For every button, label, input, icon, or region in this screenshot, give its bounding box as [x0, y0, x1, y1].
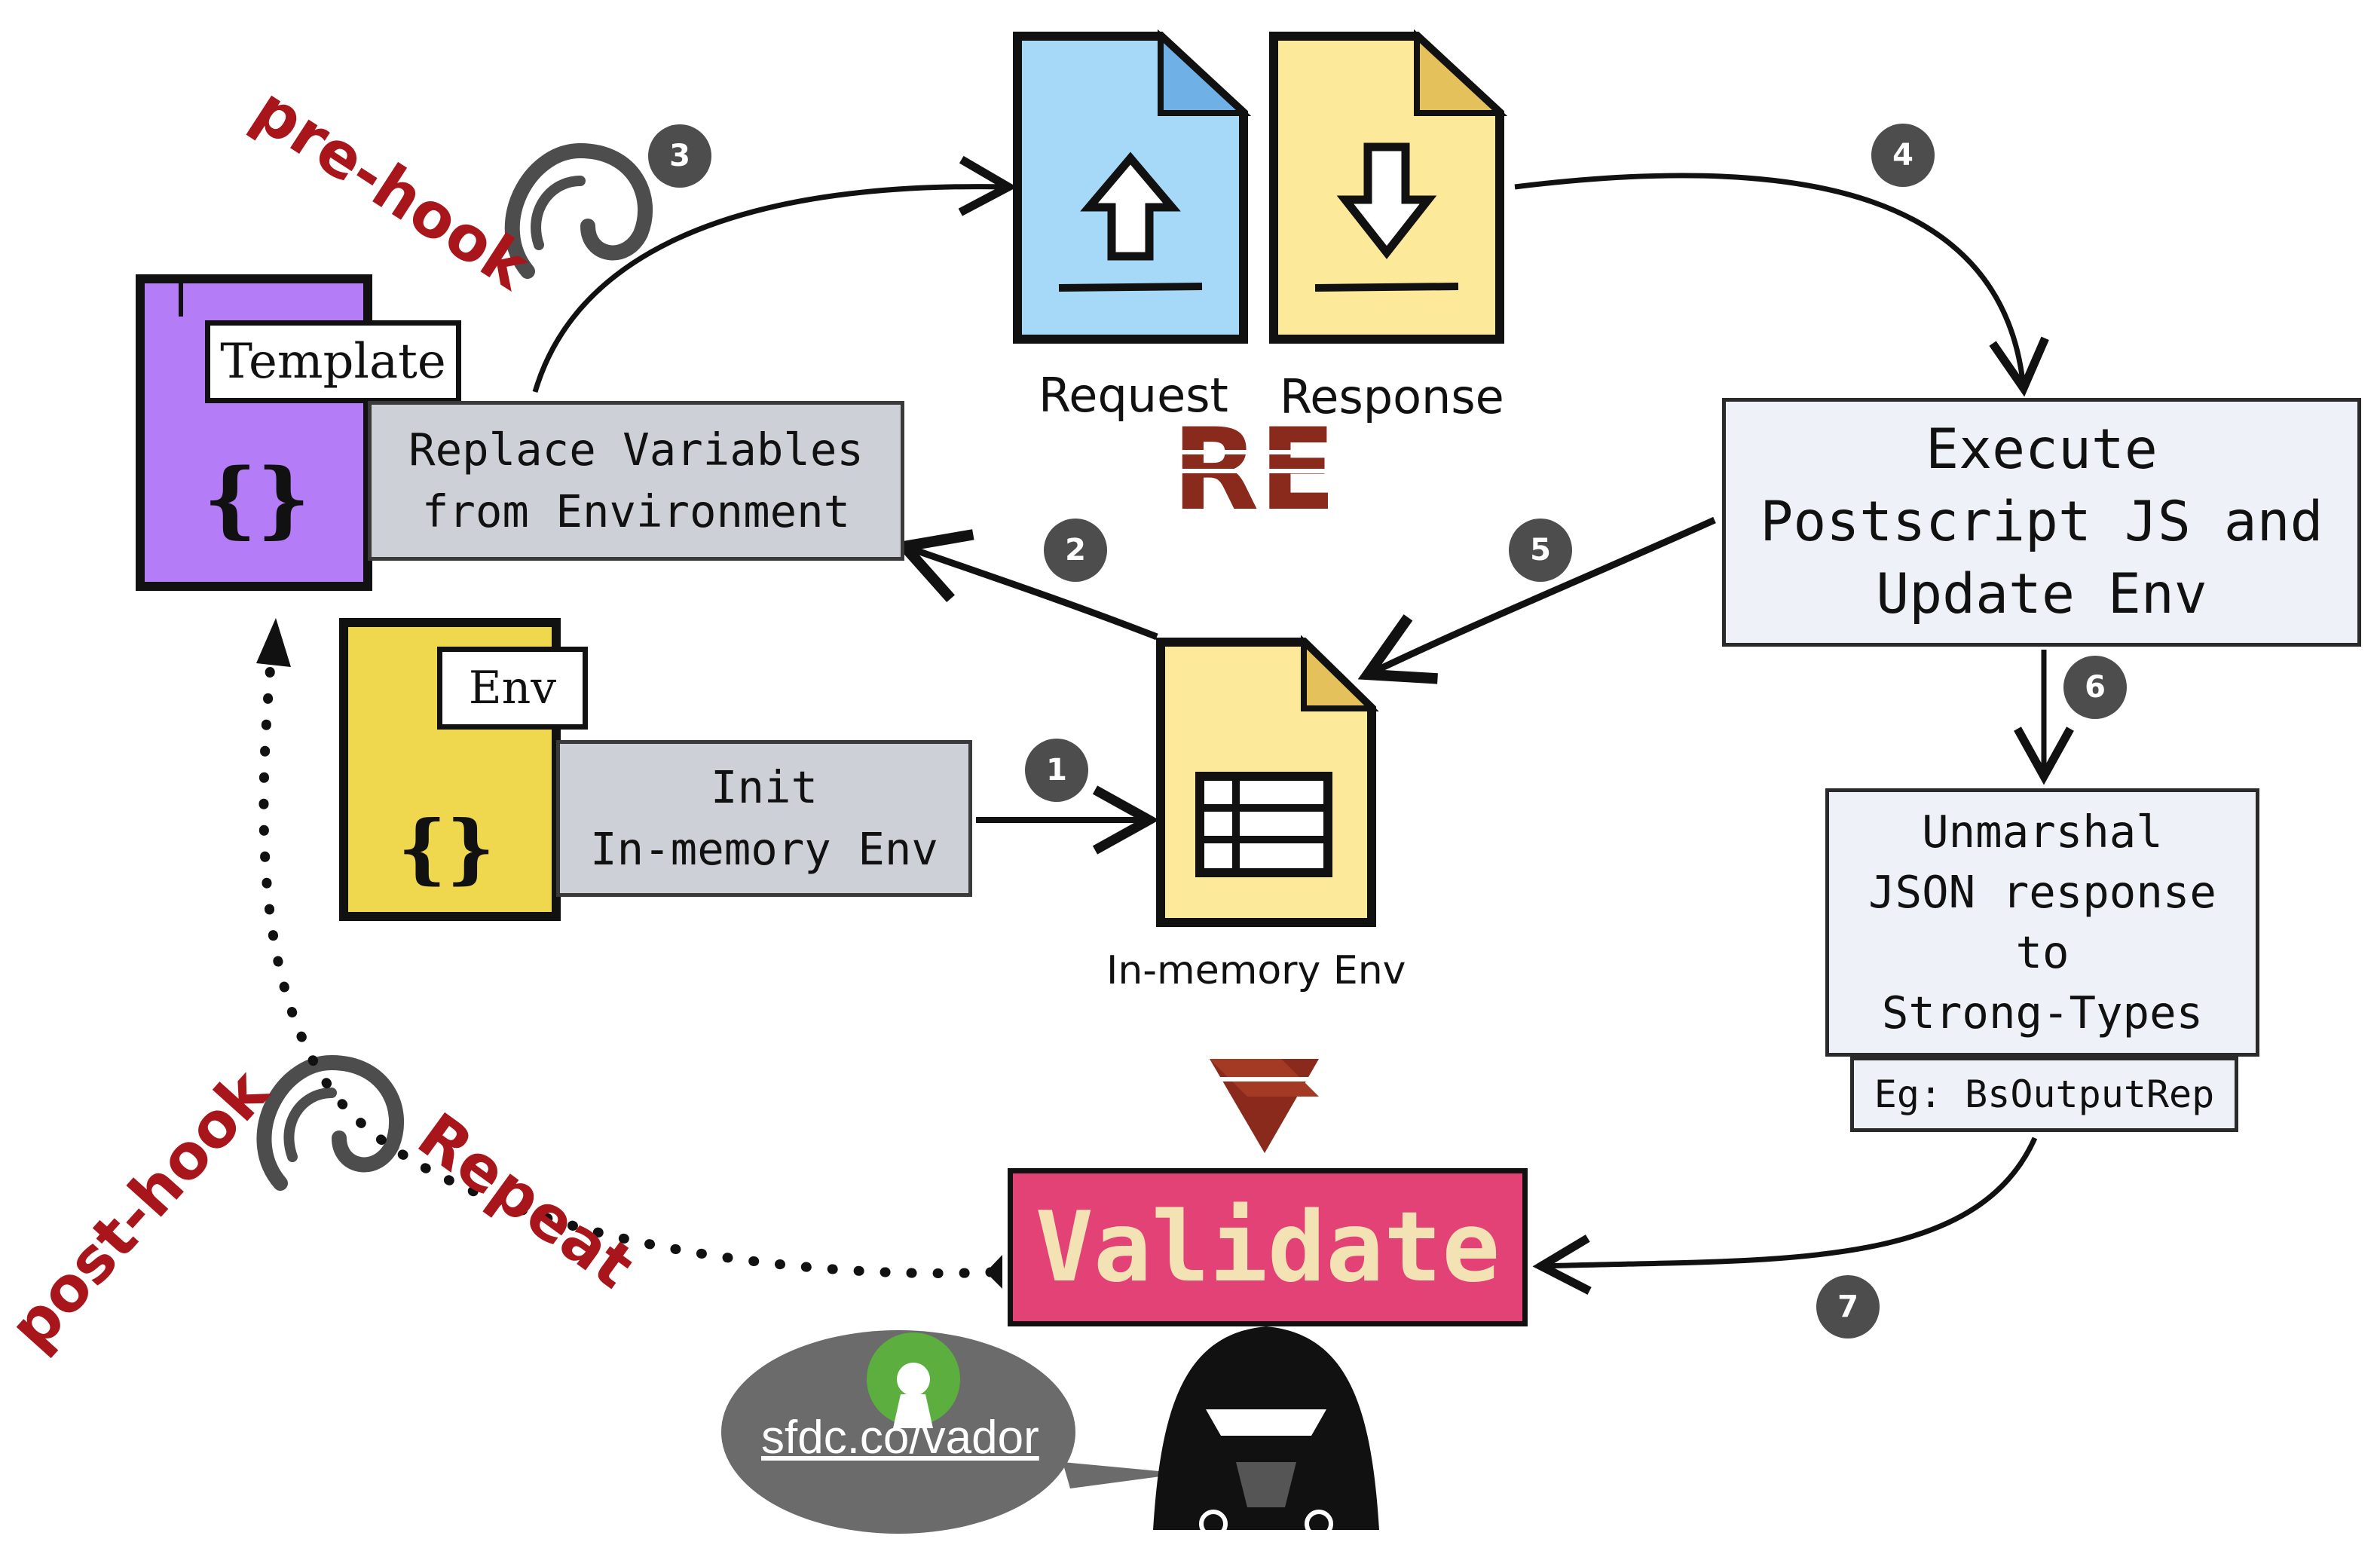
- env-tag: Env: [437, 647, 588, 730]
- inmemory-document-icon: [1156, 635, 1379, 927]
- re-logo: RE: [1172, 405, 1364, 536]
- request-label: Request: [1039, 368, 1228, 423]
- unmarshal-label: Unmarshal JSON response to Strong-Types: [1868, 806, 2216, 1039]
- step-badge-1: 1: [1025, 739, 1088, 802]
- darth-vader-icon: [1153, 1326, 1379, 1538]
- postscript-box: Execute Postscript JS and Update Env: [1722, 398, 2361, 647]
- repeat-loop-arrowhead: [256, 618, 291, 667]
- response-document-icon: [1269, 29, 1508, 344]
- post-hook-ear-icon: [256, 1054, 405, 1191]
- arrow-step-7: [1532, 1137, 2038, 1295]
- vador-link[interactable]: sfdc.co/vador: [761, 1412, 1039, 1464]
- v-wings-logo: [1210, 1059, 1319, 1153]
- template-tag: Template: [205, 320, 461, 403]
- replace-variables-label: Replace Variables from Environment: [408, 424, 864, 537]
- validate-label: Validate: [1035, 1191, 1501, 1304]
- postscript-label: Execute Postscript JS and Update Env: [1760, 418, 2323, 626]
- speech-bubble: [721, 1330, 1183, 1534]
- arrow-step-5: [1357, 516, 1716, 684]
- validate-left-pointer: [986, 1255, 1002, 1289]
- unmarshal-box: Unmarshal JSON response to Strong-Types: [1825, 788, 2259, 1057]
- open-source-icon: [867, 1332, 960, 1428]
- step-badge-5: 5: [1509, 519, 1572, 582]
- validate-box: Validate: [1008, 1168, 1528, 1326]
- step-badge-7: 7: [1816, 1275, 1880, 1338]
- init-env-label: Init In-memory Env: [590, 761, 938, 875]
- replace-variables-box: Replace Variables from Environment: [368, 401, 904, 561]
- pre-hook-ear-icon: [504, 142, 653, 279]
- response-label: Response: [1280, 369, 1504, 424]
- arrow-step-2: [894, 529, 1158, 641]
- example-label: Eg: BsOutputRep: [1874, 1072, 2215, 1116]
- template-label: Template: [220, 334, 446, 390]
- env-label: Env: [468, 662, 557, 714]
- request-document-icon: [1013, 29, 1252, 344]
- arrow-step-3: [532, 155, 1017, 393]
- arrow-step-4: [1514, 173, 2049, 397]
- step-badge-2: 2: [1044, 519, 1107, 582]
- example-box: Eg: BsOutputRep: [1850, 1057, 2238, 1132]
- step-badge-6: 6: [2063, 656, 2127, 719]
- svg-text:{}: {}: [203, 450, 310, 547]
- svg-text:{}: {}: [398, 803, 495, 892]
- step-badge-3: 3: [648, 124, 711, 188]
- inmemory-label: In-memory Env: [1106, 948, 1406, 993]
- init-env-box: Init In-memory Env: [556, 740, 972, 897]
- repeat-loop-arrow: [258, 650, 996, 1278]
- step-badge-4: 4: [1871, 124, 1935, 187]
